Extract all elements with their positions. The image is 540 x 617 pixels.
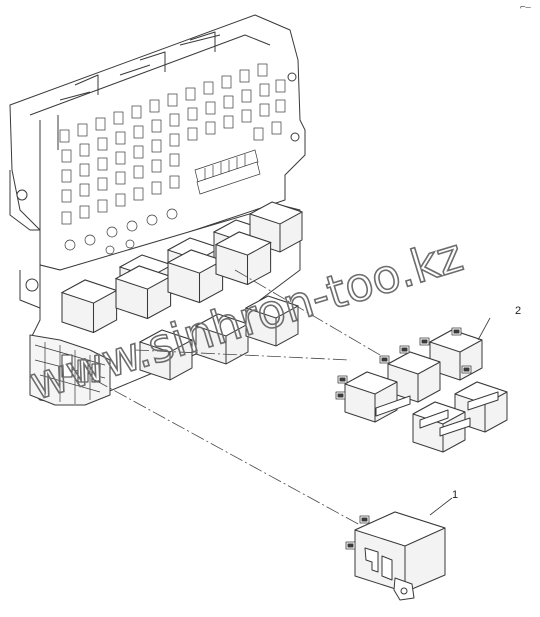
leader-lines — [94, 269, 381, 526]
callout-leaders — [429, 317, 491, 516]
corner-mark: ⌐— — [520, 3, 531, 13]
callout-label-2: 2 — [515, 305, 521, 317]
fuse-grid — [59, 63, 286, 255]
relay-group-part-2 — [335, 327, 508, 453]
callout-label-1: 1 — [452, 489, 458, 501]
relay-part-1 — [345, 511, 446, 601]
